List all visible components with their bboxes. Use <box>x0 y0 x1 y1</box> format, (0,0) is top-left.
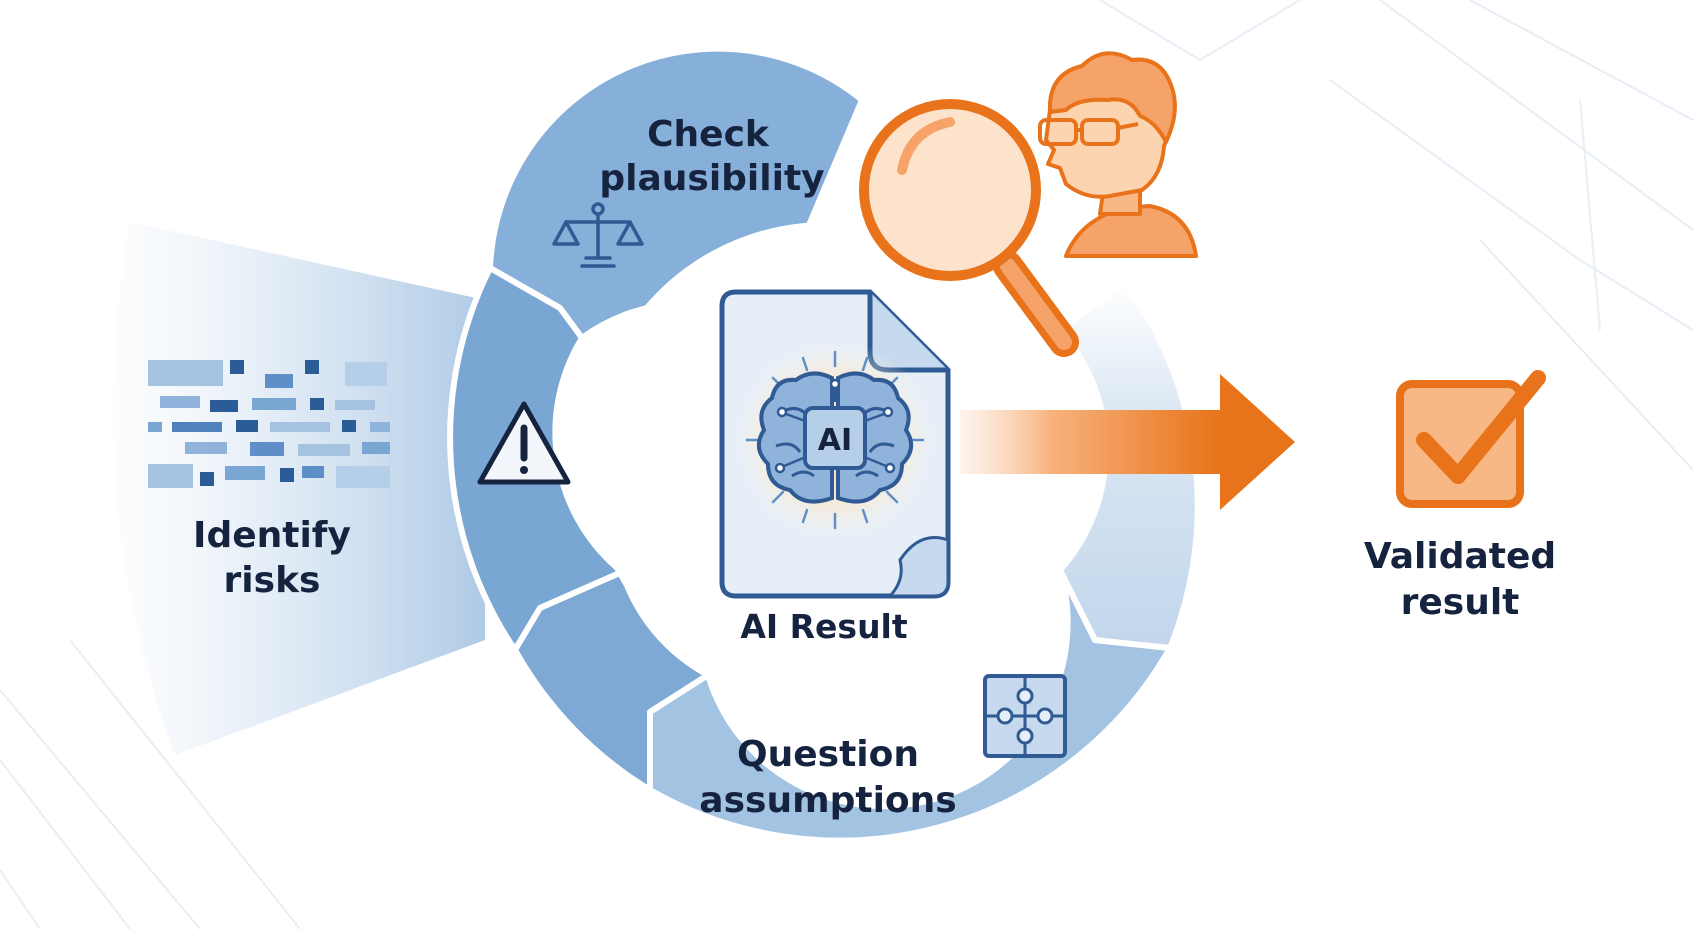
checkbox-check-icon <box>1396 370 1546 508</box>
ai-badge: AI <box>818 423 852 458</box>
warning-icon <box>477 401 571 485</box>
arrow-head <box>1220 374 1295 510</box>
ai-result-document[interactable]: AI <box>719 289 951 599</box>
ai-chip <box>803 406 867 470</box>
puzzle-icon <box>983 674 1067 758</box>
scales-icon <box>552 202 644 268</box>
arrow-shaft <box>960 410 1220 474</box>
step-question-assumptions-line1: Question <box>737 734 919 775</box>
step-check-plausibility-line2: plausibility <box>599 158 824 199</box>
magnifying-glass-icon <box>859 99 1079 357</box>
pixel-noise-pattern <box>148 360 390 488</box>
risk-beam <box>112 222 486 755</box>
outcome-line2: result <box>1401 582 1520 623</box>
step-question-assumptions-line2: assumptions <box>699 780 956 821</box>
step-identify-risks-line2: risks <box>224 560 321 601</box>
center-label: AI Result <box>740 607 908 646</box>
step-identify-risks-line1: Identify <box>193 515 351 556</box>
step-check-plausibility-line1: Check <box>647 114 770 155</box>
person-with-glasses-icon <box>1038 51 1198 258</box>
outcome-line1: Validated <box>1364 536 1556 577</box>
ring-segment-question-assumptions[interactable] <box>647 567 1173 844</box>
